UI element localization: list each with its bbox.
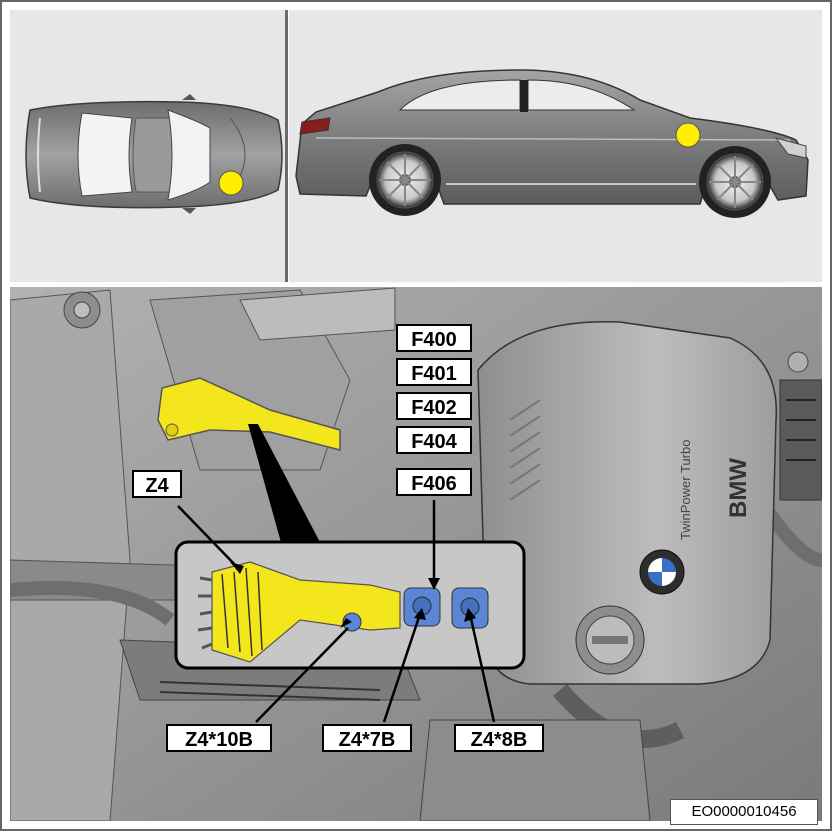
panel-divider [285,10,288,282]
section-divider [10,282,822,287]
brand-badge: BMW [725,458,752,518]
leader-lines [177,500,496,723]
location-marker-top [218,170,244,196]
fuse-label-f402: F402 [396,392,472,420]
inset-pointer [248,424,322,546]
module-label-z4: Z4 [132,470,182,498]
strut-tower [10,289,131,821]
connector-label-z4-10b: Z4*10B [166,724,272,752]
fuse-label-f404: F404 [396,426,472,454]
car-side-view-panel [289,10,822,282]
engine-cover-text: TwinPower Turbo [678,440,693,540]
engine-cover [477,320,778,685]
location-marker-side [675,122,701,148]
fuse-label-f400: F400 [396,324,472,352]
car-top-view [25,94,283,214]
connector-label-z4-8b: Z4*8B [454,724,544,752]
connector-label-z4-7b: Z4*7B [322,724,412,752]
bmw-roundel [639,549,685,595]
document-id: EO0000010456 [670,799,818,825]
car-top-view-panel [10,10,285,282]
engine-bay-panel: BMW TwinPower Turbo [10,287,822,821]
car-side-view [295,69,809,218]
fuse-label-f406: F406 [396,468,472,496]
detail-inset [174,540,526,670]
highlighted-component [157,377,341,451]
fuse-label-f401: F401 [396,358,472,386]
